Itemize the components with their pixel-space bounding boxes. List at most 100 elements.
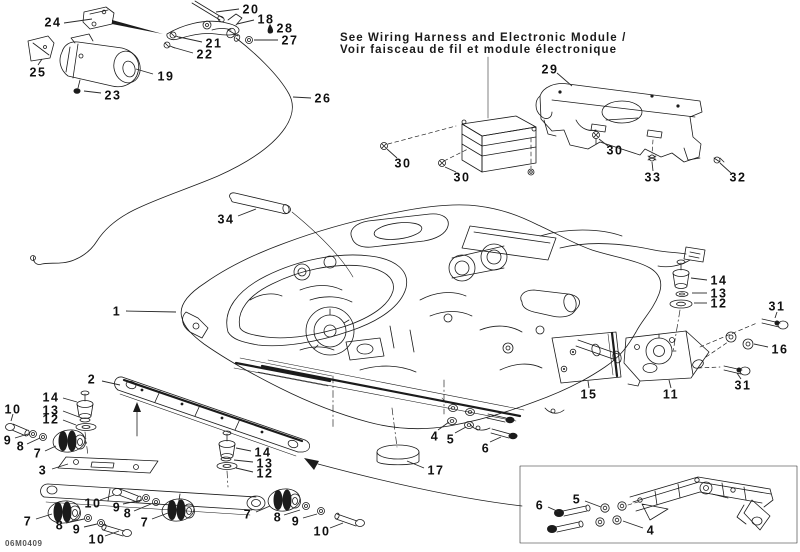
callout-31: 31 — [769, 300, 786, 314]
washer-5-b — [464, 421, 474, 429]
callout-31: 31 — [735, 379, 752, 393]
inset-box — [519, 465, 798, 544]
callout-leader-8 — [133, 503, 152, 512]
callout-leader-8 — [26, 437, 41, 445]
plate-3 — [57, 456, 159, 474]
callout-leader-30 — [598, 138, 609, 147]
callout-8: 8 — [274, 511, 282, 525]
harness-connector — [683, 246, 706, 263]
callout-leader-13 — [233, 459, 254, 463]
screw-32 — [713, 156, 725, 164]
callout-leader-24 — [63, 18, 93, 24]
callout-33: 33 — [645, 171, 662, 185]
callout-leader-13 — [62, 410, 80, 418]
callout-10: 10 — [89, 533, 106, 547]
callout-29: 29 — [542, 63, 559, 77]
electronic-module-group — [380, 115, 725, 176]
bolt-23 — [77, 79, 81, 89]
callout-15: 15 — [581, 388, 598, 402]
callout-16: 16 — [772, 343, 789, 357]
nut-33 — [647, 139, 657, 162]
inset-washer-4-a — [595, 517, 605, 527]
callout-6: 6 — [482, 442, 490, 456]
callout-leader-8 — [65, 518, 85, 524]
mount-stack-center — [216, 430, 238, 488]
bracket-11 — [623, 330, 710, 382]
ring-27 — [245, 36, 253, 44]
callout-leader-15 — [587, 380, 590, 389]
callout-32: 32 — [730, 171, 747, 185]
callout-leader-6 — [547, 506, 560, 513]
callout-leader-5 — [454, 426, 467, 434]
washer-8-d — [302, 502, 310, 510]
inset-bolt-6-a — [554, 504, 591, 517]
bracket-24-pointer — [112, 20, 163, 34]
callout-14: 14 — [711, 274, 728, 288]
screw-21 — [169, 31, 177, 39]
washer-8-b — [84, 514, 92, 522]
bolt-31-lower — [723, 365, 751, 376]
mount-rail-2 — [114, 376, 311, 457]
callout-leader-14 — [235, 447, 252, 452]
callout-leader-20 — [215, 8, 240, 13]
callout-leader-8 — [283, 509, 301, 516]
callout-7: 7 — [244, 508, 252, 522]
damper-7-b — [47, 500, 81, 524]
lever-18 — [166, 20, 240, 41]
electric-starter — [520, 289, 580, 318]
callout-30: 30 — [395, 157, 412, 171]
support-puck-17 — [376, 407, 420, 466]
callout-19: 19 — [158, 70, 175, 84]
callout-12: 12 — [257, 467, 274, 481]
inset-washer-5-a — [600, 503, 610, 513]
callout-10: 10 — [5, 403, 22, 417]
callout-17: 17 — [428, 464, 445, 478]
cable-26 — [33, 37, 293, 265]
inset-bolt-6-b — [547, 520, 584, 533]
callout-9: 9 — [73, 523, 81, 537]
screw-22 — [163, 41, 171, 49]
callout-leader-14 — [62, 397, 78, 403]
callout-6: 6 — [536, 499, 544, 513]
head-cover — [350, 213, 449, 248]
callout-9: 9 — [113, 501, 121, 515]
callout-leader-25 — [37, 58, 43, 66]
callout-leader-10 — [329, 522, 344, 529]
starter-group — [27, 6, 163, 94]
note-text-en: See Wiring Harness and Electronic Module… — [340, 32, 626, 44]
bolt-6-a — [486, 413, 515, 424]
callout-9: 9 — [292, 515, 300, 529]
callout-14: 14 — [43, 391, 60, 405]
transmission-fasteners — [441, 397, 518, 440]
carb-1 — [448, 254, 476, 282]
callout-25: 25 — [30, 66, 47, 80]
callout-2: 2 — [88, 373, 96, 387]
washer-4-a — [448, 404, 458, 412]
rod-20 — [191, 2, 221, 21]
callout-leader-26 — [292, 96, 312, 99]
bolt-10-b — [101, 523, 132, 537]
callout-8: 8 — [17, 440, 25, 454]
callout-leader-9 — [302, 513, 318, 519]
washer-9-d — [317, 507, 325, 515]
engine-assembly — [180, 204, 706, 431]
callout-leader-11 — [668, 379, 672, 389]
callout-10: 10 — [85, 497, 102, 511]
screw-30-a — [380, 142, 388, 150]
callout-leader-31 — [736, 372, 742, 380]
module-bracket-29 — [535, 83, 703, 163]
airbox — [461, 225, 557, 261]
callout-30: 30 — [454, 171, 471, 185]
callout-leader-34 — [237, 208, 257, 217]
note-text-fr: Voir faisceau de fil et module électroni… — [340, 44, 617, 56]
bolt-6-b — [490, 428, 518, 440]
screw-30-c — [592, 131, 600, 145]
callout-8: 8 — [124, 507, 132, 521]
callout-22: 22 — [197, 48, 214, 62]
callout-leader-9 — [122, 499, 143, 505]
bolt-31-upper — [761, 318, 789, 330]
callout-leader-9 — [83, 523, 98, 528]
callout-23: 23 — [105, 89, 122, 103]
callout-8: 8 — [56, 519, 64, 533]
